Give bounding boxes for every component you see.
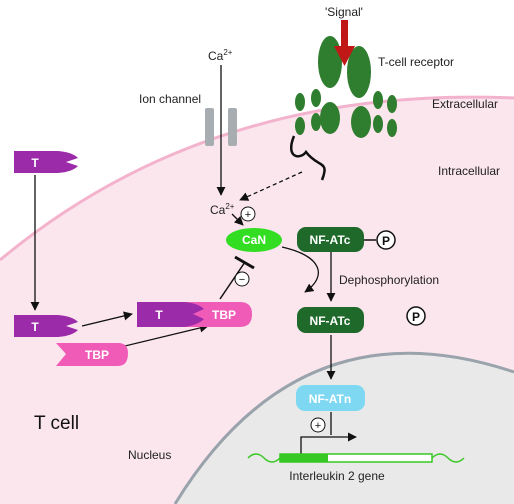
interleukin-2-gene <box>247 453 465 463</box>
phosphate-1 <box>376 230 396 250</box>
signal-arrow <box>334 20 355 66</box>
activation-sign-1: + <box>240 206 256 222</box>
gene-label: Interleukin 2 gene <box>289 469 385 483</box>
tbp-free: TBP <box>56 343 128 366</box>
t-tbp-complex: T TBP <box>137 302 252 327</box>
calcineurin: CaN <box>226 228 282 252</box>
nuclear-membrane <box>173 351 514 504</box>
intracellular-label: Intracellular <box>438 164 500 178</box>
activation-sign-2: + <box>310 417 326 433</box>
transcription-start-arrow <box>300 432 357 455</box>
calcium-inside-label: Ca2+ <box>210 202 235 217</box>
t-protein-top: T <box>14 151 78 173</box>
tcell-receptor-label: T-cell receptor <box>378 55 454 69</box>
nfatn: NF-ATn <box>296 385 365 411</box>
tcell-receptor <box>295 36 397 138</box>
ion-channel-right <box>228 108 237 146</box>
tbp-free-label: TBP <box>85 348 109 362</box>
receptor-tail <box>289 135 326 181</box>
svg-text:+: + <box>245 209 251 221</box>
t-protein-bottom-label: T <box>31 320 39 334</box>
nucleus-label: Nucleus <box>128 448 171 462</box>
calcium-to-can-arrow <box>231 213 244 226</box>
signal-label: 'Signal' <box>325 5 363 19</box>
ion-channel-label: Ion channel <box>139 92 201 106</box>
inhibition-bar <box>234 255 255 270</box>
ion-channel-left <box>205 108 214 146</box>
t-complex-label: T <box>155 308 163 322</box>
svg-text:−: − <box>239 274 245 286</box>
phosphate-released: P <box>406 306 426 326</box>
extracellular-label: Extracellular <box>432 97 498 111</box>
nfatc: NF-ATc <box>297 307 364 333</box>
dephosphorylation-label: Dephosphorylation <box>339 273 439 287</box>
nfatc-phosphorylated: NF-ATc P <box>297 227 396 252</box>
receptor-to-calcium-dashed-arrow <box>239 171 303 201</box>
can-action-curved-arrow <box>281 246 320 293</box>
nfatn-label: NF-ATn <box>309 392 351 406</box>
phosphate-2-label: P <box>412 310 420 324</box>
svg-text:+: + <box>315 420 321 432</box>
tcell-label: T cell <box>34 413 79 434</box>
nfatc-label: NF-ATc <box>310 314 351 328</box>
inhibition-sign: − <box>234 271 250 287</box>
t-to-complex-arrow <box>81 311 133 327</box>
phosphate-1-label: P <box>382 234 390 248</box>
calcineurin-label: CaN <box>242 233 266 247</box>
calcium-outside-label: Ca2+ <box>208 48 233 63</box>
nfatc-phospho-label: NF-ATc <box>310 233 351 247</box>
nucleus <box>175 353 514 504</box>
inhibition-line <box>219 261 246 300</box>
t-protein-top-label: T <box>31 156 39 170</box>
tbp-complex-label: TBP <box>212 308 236 322</box>
t-protein-bottom: T <box>14 315 78 337</box>
